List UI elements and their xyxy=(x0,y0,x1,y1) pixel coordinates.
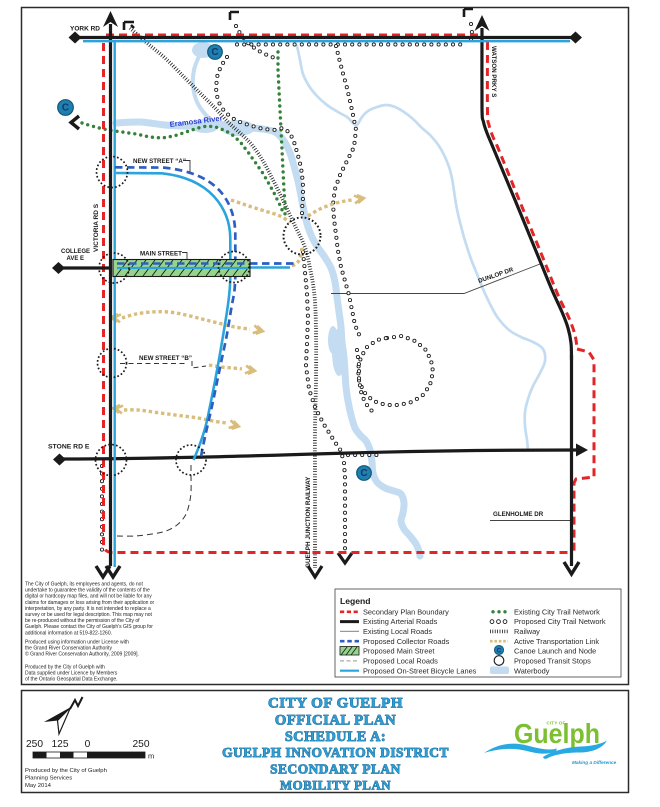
svg-text:AVE E: AVE E xyxy=(66,256,84,262)
svg-text:claims for damages or loss ari: claims for damages or loss arising from … xyxy=(25,600,155,606)
svg-text:NEW STREET “B”: NEW STREET “B” xyxy=(139,355,192,362)
svg-text:Active Transportation Link: Active Transportation Link xyxy=(514,637,599,646)
svg-text:Existing Local Roads: Existing Local Roads xyxy=(363,627,432,636)
svg-text:Waterbody: Waterbody xyxy=(514,666,550,675)
svg-text:CITY OF: CITY OF xyxy=(547,721,566,726)
svg-text:be re-produced without the per: be re-produced without the permission of… xyxy=(25,618,140,624)
svg-text:COLLEGE: COLLEGE xyxy=(61,249,90,255)
svg-text:C: C xyxy=(211,47,218,58)
svg-text:The City of Guelph, its employ: The City of Guelph, its employees and ag… xyxy=(25,582,143,588)
svg-text:Proposed Transit Stops: Proposed Transit Stops xyxy=(514,657,591,666)
svg-text:OFFICIAL PLAN: OFFICIAL PLAN xyxy=(275,713,396,729)
svg-text:C: C xyxy=(497,648,502,655)
svg-text:0: 0 xyxy=(85,739,91,750)
svg-text:Proposed Local Roads: Proposed Local Roads xyxy=(363,657,438,666)
svg-text:Produced using information und: Produced using information under License… xyxy=(25,640,129,646)
svg-text:MOBILITY PLAN: MOBILITY PLAN xyxy=(280,779,391,793)
svg-text:250: 250 xyxy=(133,739,150,750)
svg-text:survey or be used for legal de: survey or be used for legal description.… xyxy=(25,612,153,618)
svg-text:Produced by the City of Guelph: Produced by the City of Guelph xyxy=(25,768,107,774)
svg-text:GLENHOLME DR: GLENHOLME DR xyxy=(493,511,544,518)
svg-text:Existing Arterial Roads: Existing Arterial Roads xyxy=(363,617,438,626)
svg-text:the Grand River Conservation A: the Grand River Conservation Authority xyxy=(25,646,112,652)
svg-text:C: C xyxy=(360,468,367,479)
svg-text:Proposed Collector Roads: Proposed Collector Roads xyxy=(363,637,450,646)
svg-text:NEW STREET “A”: NEW STREET “A” xyxy=(133,158,186,165)
svg-text:additional information at 519-: additional information at 519-822-1260. xyxy=(25,630,112,636)
svg-text:Legend: Legend xyxy=(340,596,371,606)
svg-text:YORK RD: YORK RD xyxy=(70,26,100,33)
svg-text:Proposed Main Street: Proposed Main Street xyxy=(363,647,434,656)
svg-text:125: 125 xyxy=(52,739,69,750)
svg-text:May 2014: May 2014 xyxy=(25,783,52,789)
svg-text:MAIN STREET: MAIN STREET xyxy=(140,251,182,258)
svg-text:GUELPH INNOVATION DISTRICT: GUELPH INNOVATION DISTRICT xyxy=(222,745,449,760)
svg-text:SCHEDULE A:: SCHEDULE A: xyxy=(285,729,386,745)
svg-text:Planning Services: Planning Services xyxy=(25,776,72,782)
svg-text:m: m xyxy=(148,752,154,761)
svg-text:VICTORIA RD S: VICTORIA RD S xyxy=(93,203,100,252)
svg-text:Produced by the City of Guelph: Produced by the City of Guelph with xyxy=(25,665,105,671)
svg-text:interpretation, by any party.: interpretation, by any party. It is not … xyxy=(25,606,151,612)
svg-text:Railway: Railway xyxy=(514,627,540,636)
svg-text:Making a Difference: Making a Difference xyxy=(572,760,617,765)
svg-text:STONE RD E: STONE RD E xyxy=(48,444,90,451)
svg-text:undertake to guarantee the val: undertake to guarantee the validity of t… xyxy=(25,588,150,594)
svg-text:digital or hardcopy map files,: digital or hardcopy map files, and will … xyxy=(25,594,152,600)
svg-text:Secondary Plan Boundary: Secondary Plan Boundary xyxy=(363,607,449,616)
svg-text:WATSON PRKY S: WATSON PRKY S xyxy=(490,46,497,97)
svg-text:of the Ontario Geospatial Data: of the Ontario Geospatial Data Exchange. xyxy=(25,677,118,683)
svg-text:Existing City Trail Network: Existing City Trail Network xyxy=(514,607,600,616)
svg-text:© Grand River Conservation Aut: © Grand River Conservation Authority, 20… xyxy=(25,651,139,658)
svg-text:CITY OF GUELPH: CITY OF GUELPH xyxy=(268,696,403,712)
svg-text:GUELPH JUNCTION RAILWAY: GUELPH JUNCTION RAILWAY xyxy=(305,476,312,568)
svg-text:250: 250 xyxy=(26,739,43,750)
svg-text:C: C xyxy=(62,103,69,114)
svg-text:Proposed On-Street Bicycle Lan: Proposed On-Street Bicycle Lanes xyxy=(363,666,477,675)
svg-text:Canoe Launch and Node: Canoe Launch and Node xyxy=(514,647,596,656)
svg-text:Data supplied under Licence by: Data supplied under Licence by Members xyxy=(25,671,118,677)
svg-text:Guelph: Guelph xyxy=(514,718,600,749)
svg-text:Proposed City Trail Network: Proposed City Trail Network xyxy=(514,617,606,626)
svg-text:Guelph. Please contact the Ci: Guelph. Please contact the City of Guelp… xyxy=(25,624,153,630)
svg-text:SECONDARY PLAN: SECONDARY PLAN xyxy=(270,762,401,777)
